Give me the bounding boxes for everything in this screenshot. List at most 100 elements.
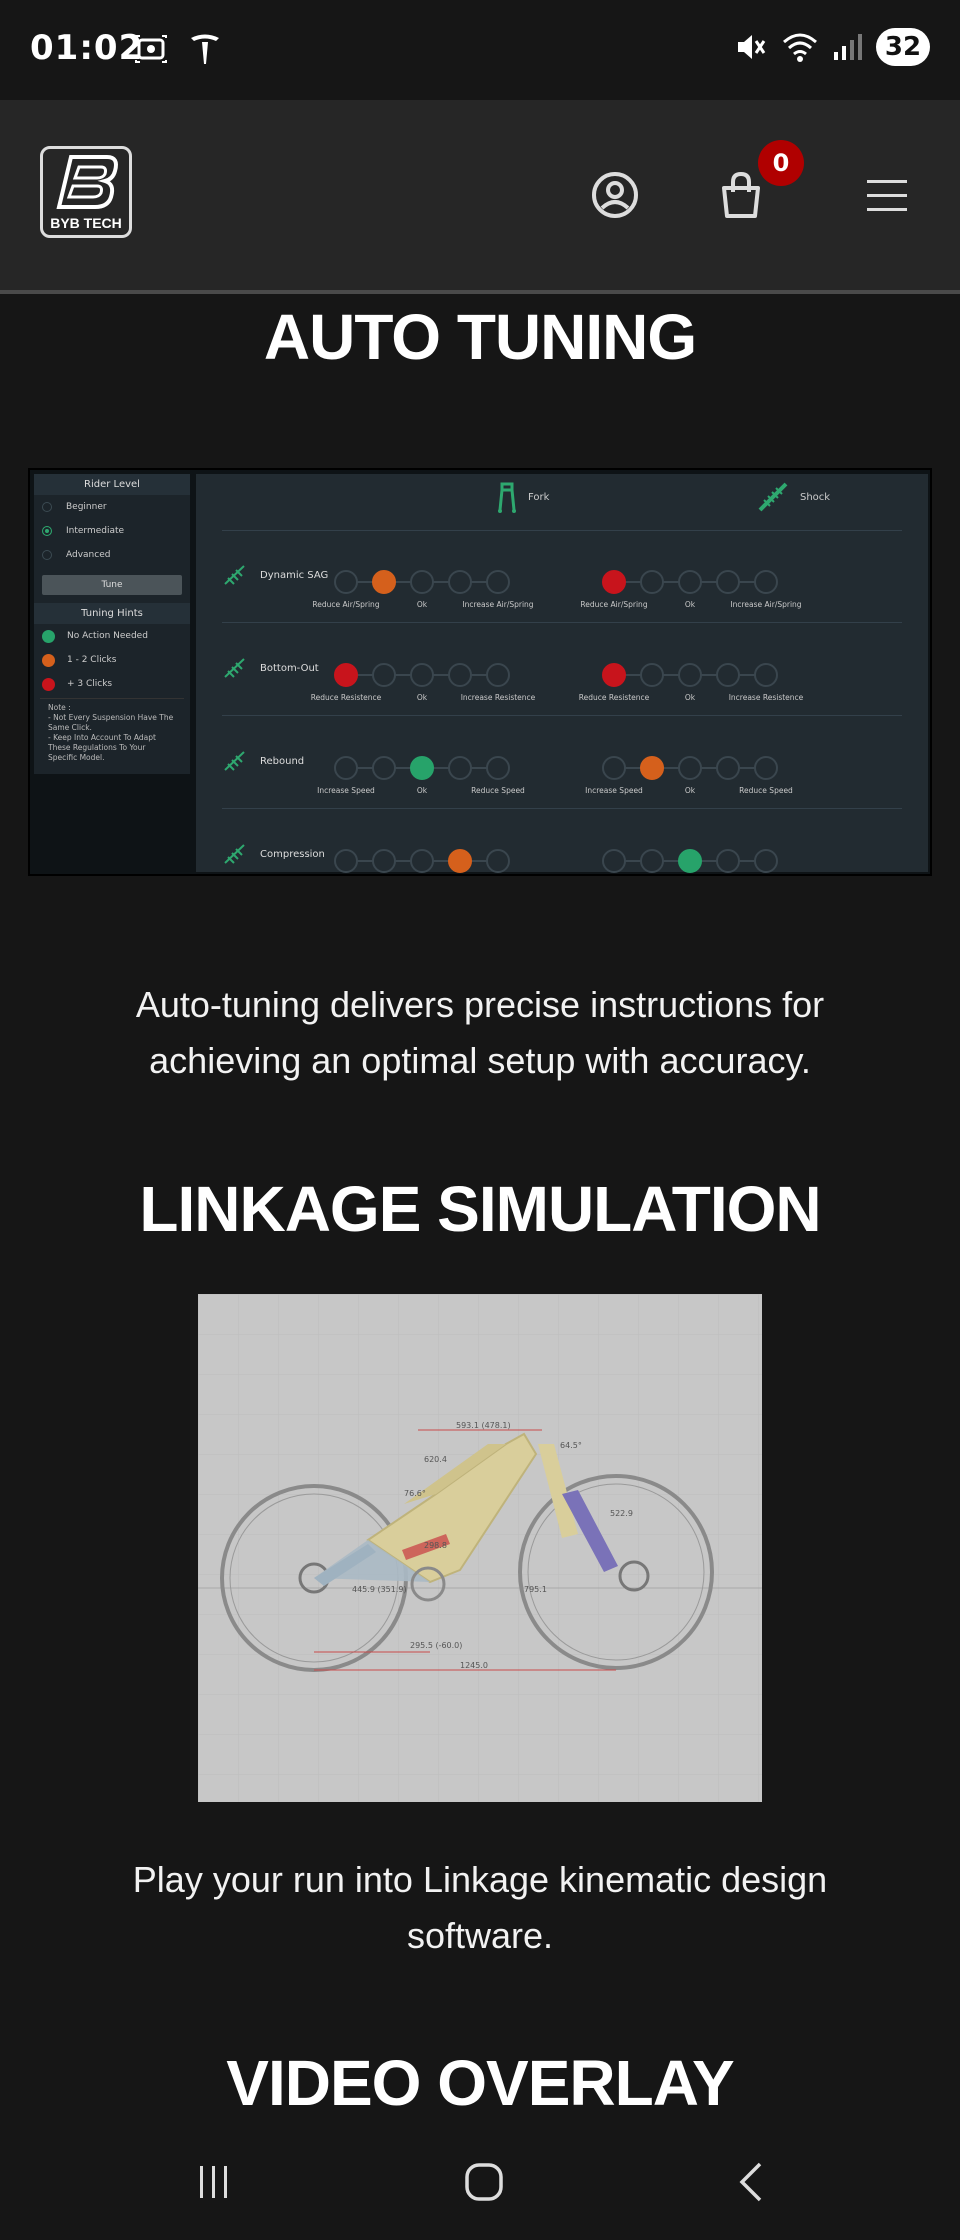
shock-setting-dot[interactable] — [678, 570, 702, 594]
logo-mark-icon — [56, 155, 118, 209]
measure-front-center: 795.1 — [524, 1585, 547, 1594]
fork-setting-dot[interactable] — [410, 756, 434, 780]
row-1-icon — [224, 658, 245, 678]
measure-reach: 593.1 (478.1) — [456, 1421, 511, 1430]
measure-bb-drop: 295.5 (-60.0) — [410, 1641, 462, 1650]
site-header: BYB TECH — [0, 100, 960, 294]
wifi-icon — [783, 33, 817, 62]
home-icon — [465, 2163, 503, 2201]
fork-setting-dot[interactable] — [372, 849, 396, 873]
shock-setting-dot[interactable] — [602, 849, 626, 873]
level-option-intermediate[interactable]: Intermediate — [34, 519, 190, 543]
status-time: 01:02 — [30, 28, 144, 68]
green-dot-icon — [42, 629, 55, 643]
measure-head-angle: 64.5° — [560, 1441, 582, 1450]
shock-tick-label: Reduce Speed — [739, 786, 793, 795]
fork-setting-dot[interactable] — [372, 756, 396, 780]
hint-no-action: No Action Needed — [34, 624, 190, 648]
account-icon — [592, 172, 638, 218]
status-icons-right: 32 — [734, 28, 930, 66]
row-2-icon — [224, 751, 245, 771]
status-bar: 01:02 32 — [0, 0, 960, 100]
shock-setting-dot[interactable] — [678, 756, 702, 780]
shock-setting-dot[interactable] — [678, 849, 702, 873]
fork-setting-dot[interactable] — [448, 756, 472, 780]
shock-tick-label: Ok — [684, 786, 696, 795]
shock-setting-dot[interactable] — [754, 849, 778, 873]
back-icon — [739, 2162, 762, 2202]
menu-button[interactable] — [852, 160, 922, 230]
back-button[interactable] — [722, 2152, 782, 2212]
row-divider — [222, 715, 902, 716]
fork-setting-dot[interactable] — [372, 570, 396, 594]
fork-setting-dot[interactable] — [448, 570, 472, 594]
fork-setting-dot[interactable] — [486, 756, 510, 780]
shock-setting-dot[interactable] — [716, 570, 740, 594]
row-divider — [222, 622, 902, 623]
fork-setting-dot[interactable] — [334, 663, 358, 687]
red-dot-icon — [42, 677, 55, 691]
cart-button[interactable] — [706, 160, 776, 230]
shock-tick-label: Increase Speed — [585, 786, 643, 795]
system-nav-bar — [0, 2120, 960, 2240]
measure-seat-angle: 76.6° — [404, 1489, 426, 1498]
shock-setting-dot[interactable] — [716, 849, 740, 873]
shock-setting-dot[interactable] — [678, 663, 702, 687]
row-3-icon — [224, 844, 245, 864]
fork-tick-label: Ok — [416, 786, 428, 795]
fork-tick-label: Increase Resistence — [460, 693, 536, 702]
linkage-description: Play your run into Linkage kinematic des… — [132, 1859, 828, 1956]
fork-setting-dot[interactable] — [372, 663, 396, 687]
shock-setting-dot[interactable] — [640, 849, 664, 873]
home-button[interactable] — [454, 2152, 514, 2212]
shock-setting-dot[interactable] — [602, 570, 626, 594]
shock-setting-dot[interactable] — [602, 663, 626, 687]
shock-setting-dot[interactable] — [716, 756, 740, 780]
cart-icon — [722, 171, 760, 218]
shock-setting-dot[interactable] — [754, 756, 778, 780]
fork-setting-dot[interactable] — [448, 849, 472, 873]
hint-1-2-clicks: 1 - 2 Clicks — [34, 648, 190, 672]
fork-column-header: Fork — [496, 480, 549, 514]
shock-setting-dot[interactable] — [640, 663, 664, 687]
fork-tick-label: Ok — [416, 693, 428, 702]
fork-setting-dot[interactable] — [334, 756, 358, 780]
shock-setting-dot[interactable] — [640, 756, 664, 780]
tuning-sidebar: Rider Level Beginner Intermediate Advanc… — [34, 474, 190, 774]
measure-shock-length: 298.8 — [424, 1541, 447, 1550]
fork-setting-dot[interactable] — [486, 849, 510, 873]
tune-button[interactable]: Tune — [42, 575, 182, 595]
fork-setting-dot[interactable] — [486, 663, 510, 687]
shock-tick-label: Increase Resistence — [728, 693, 804, 702]
recent-apps-button[interactable] — [184, 2152, 244, 2212]
level-option-beginner[interactable]: Beginner — [34, 495, 190, 519]
shock-setting-dot[interactable] — [716, 663, 740, 687]
shock-setting-dot[interactable] — [602, 756, 626, 780]
fork-setting-dot[interactable] — [334, 849, 358, 873]
shock-setting-dot[interactable] — [754, 663, 778, 687]
shock-setting-dot[interactable] — [754, 570, 778, 594]
account-button[interactable] — [580, 160, 650, 230]
tuning-hints-title: Tuning Hints — [34, 603, 190, 624]
fork-setting-dot[interactable] — [448, 663, 472, 687]
fork-setting-dot[interactable] — [410, 663, 434, 687]
fork-setting-dot[interactable] — [486, 570, 510, 594]
byb-tech-logo[interactable]: BYB TECH — [40, 146, 132, 238]
measure-stack: 620.4 — [424, 1455, 447, 1464]
measure-wheelbase: 1245.0 — [460, 1661, 488, 1670]
video-overlay-title: VIDEO OVERLAY — [226, 2047, 734, 2119]
shock-icon — [758, 482, 788, 512]
fork-tick-label: Increase Air/Spring — [462, 600, 534, 609]
menu-icon — [867, 180, 907, 211]
shock-setting-dot[interactable] — [640, 570, 664, 594]
linkage-bike-image: 593.1 (478.1) 64.5° 620.4 76.6° 522.9 29… — [198, 1294, 762, 1802]
logo-text: BYB TECH — [50, 215, 122, 231]
fork-setting-dot[interactable] — [410, 570, 434, 594]
fork-setting-dot[interactable] — [334, 570, 358, 594]
level-option-advanced[interactable]: Advanced — [34, 543, 190, 567]
fork-setting-dot[interactable] — [410, 849, 434, 873]
orange-dot-icon — [42, 653, 55, 667]
status-icons-left — [134, 32, 222, 66]
row-divider — [222, 808, 902, 809]
shock-tick-label: Reduce Air/Spring — [580, 600, 648, 609]
